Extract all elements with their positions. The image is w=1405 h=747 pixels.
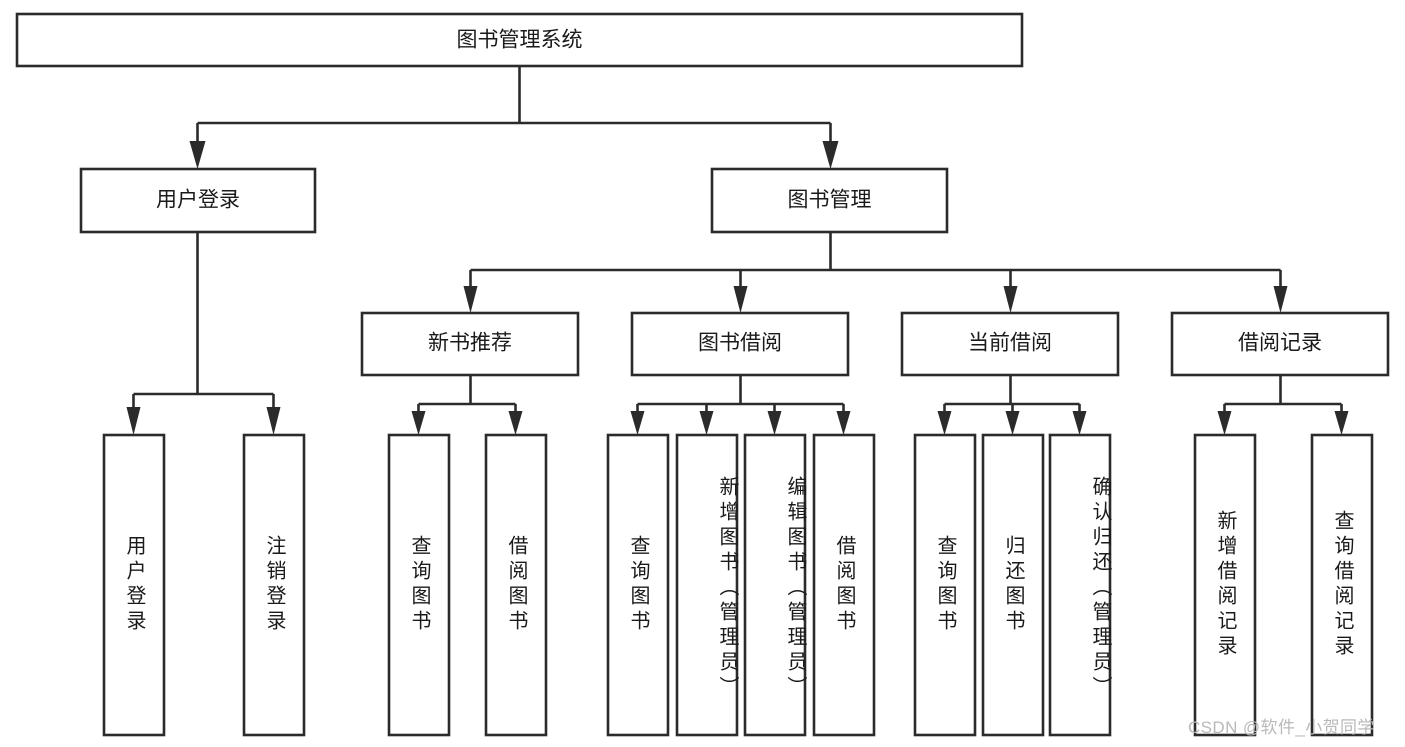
- node-user-login-label: 用户登录: [156, 189, 240, 212]
- node-new-book-recommend-label: 新书推荐: [428, 332, 512, 355]
- arrow-head-leaf-borrow-book-1: [508, 411, 523, 435]
- leaf-add-record-box[interactable]: [1193, 433, 1257, 737]
- arrow-head-leaf-query-book-3: [937, 411, 952, 435]
- connector-group-current-borrow: [937, 375, 1087, 435]
- connector-group-root: [189, 66, 839, 169]
- leaf-borrow-book-2-box[interactable]: [812, 433, 876, 737]
- arrow-head-leaf-add-book: [699, 411, 714, 435]
- leaf-logout-login-box[interactable]: [242, 433, 306, 737]
- node-book-borrow[interactable]: 图书借阅: [630, 311, 850, 377]
- node-book-management-label: 图书管理: [788, 189, 872, 212]
- node-book-borrow-label: 图书借阅: [698, 332, 782, 355]
- arrow-head-leaf-query-record: [1334, 411, 1349, 435]
- leaf-query-book-3-box[interactable]: [913, 433, 977, 737]
- leaf-group-user-login: [102, 433, 306, 737]
- arrow-head-leaf-query-book-2: [630, 411, 645, 435]
- leaf-group-new-book-recommend: [387, 433, 548, 737]
- connector-group-user-login: [126, 232, 281, 435]
- leaf-confirm-return-box[interactable]: [1048, 433, 1112, 737]
- leaf-add-book-box[interactable]: [675, 433, 739, 737]
- leaf-return-book-box[interactable]: [981, 433, 1045, 737]
- leaf-group-current-borrow: [913, 433, 1112, 737]
- leaf-group-borrow-record: [1193, 433, 1374, 737]
- leaf-borrow-book-1-box[interactable]: [484, 433, 548, 737]
- arrow-head-new-book-recommend: [463, 286, 478, 313]
- node-borrow-record-label: 借阅记录: [1238, 332, 1322, 355]
- arrow-head-leaf-query-book-1: [411, 411, 426, 435]
- arrow-head-book-management: [822, 141, 839, 169]
- arrow-head-leaf-borrow-book-2: [836, 411, 851, 435]
- node-current-borrow-label: 当前借阅: [968, 332, 1052, 355]
- node-book-management-box[interactable]: [710, 167, 949, 234]
- node-current-borrow[interactable]: 当前借阅: [900, 311, 1120, 377]
- node-new-book-recommend[interactable]: 新书推荐: [360, 311, 580, 377]
- arrow-head-current-borrow: [1003, 286, 1018, 313]
- node-book-borrow-box[interactable]: [630, 311, 850, 377]
- leaf-query-record-box[interactable]: [1310, 433, 1374, 737]
- leaf-user-login-box[interactable]: [102, 433, 166, 737]
- node-root[interactable]: 图书管理系统: [15, 12, 1024, 68]
- connector-group-book-borrow: [630, 375, 851, 435]
- node-current-borrow-box[interactable]: [900, 311, 1120, 377]
- node-borrow-record-box[interactable]: [1170, 311, 1390, 377]
- leaf-edit-book-box[interactable]: [743, 433, 807, 737]
- node-book-management[interactable]: 图书管理: [710, 167, 949, 234]
- arrow-head-leaf-user-login: [126, 407, 141, 435]
- node-root-box[interactable]: [15, 12, 1024, 68]
- arrow-head-leaf-confirm-return: [1072, 411, 1087, 435]
- arrow-head-user-login: [189, 141, 206, 169]
- node-user-login-box[interactable]: [79, 167, 317, 234]
- arrow-head-leaf-logout-login: [266, 407, 281, 435]
- leaf-query-book-1-box[interactable]: [387, 433, 451, 737]
- arrow-head-leaf-add-record: [1217, 411, 1232, 435]
- leaf-query-book-2-box[interactable]: [606, 433, 670, 737]
- node-borrow-record[interactable]: 借阅记录: [1170, 311, 1390, 377]
- connector-group-new-book-recommend: [411, 375, 523, 435]
- node-user-login[interactable]: 用户登录: [79, 167, 317, 234]
- connector-group-borrow-record: [1217, 375, 1349, 435]
- node-root-label: 图书管理系统: [457, 29, 583, 52]
- arrow-head-borrow-record: [1273, 286, 1288, 313]
- watermark-label: CSDN @软件_小贺同学: [1188, 718, 1375, 737]
- leaf-group-book-borrow: [606, 433, 876, 737]
- connector-group-book-management: [463, 232, 1288, 313]
- arrow-head-leaf-return-book: [1005, 411, 1020, 435]
- arrow-head-book-borrow: [733, 286, 748, 313]
- node-new-book-recommend-box[interactable]: [360, 311, 580, 377]
- arrow-head-leaf-edit-book: [767, 411, 782, 435]
